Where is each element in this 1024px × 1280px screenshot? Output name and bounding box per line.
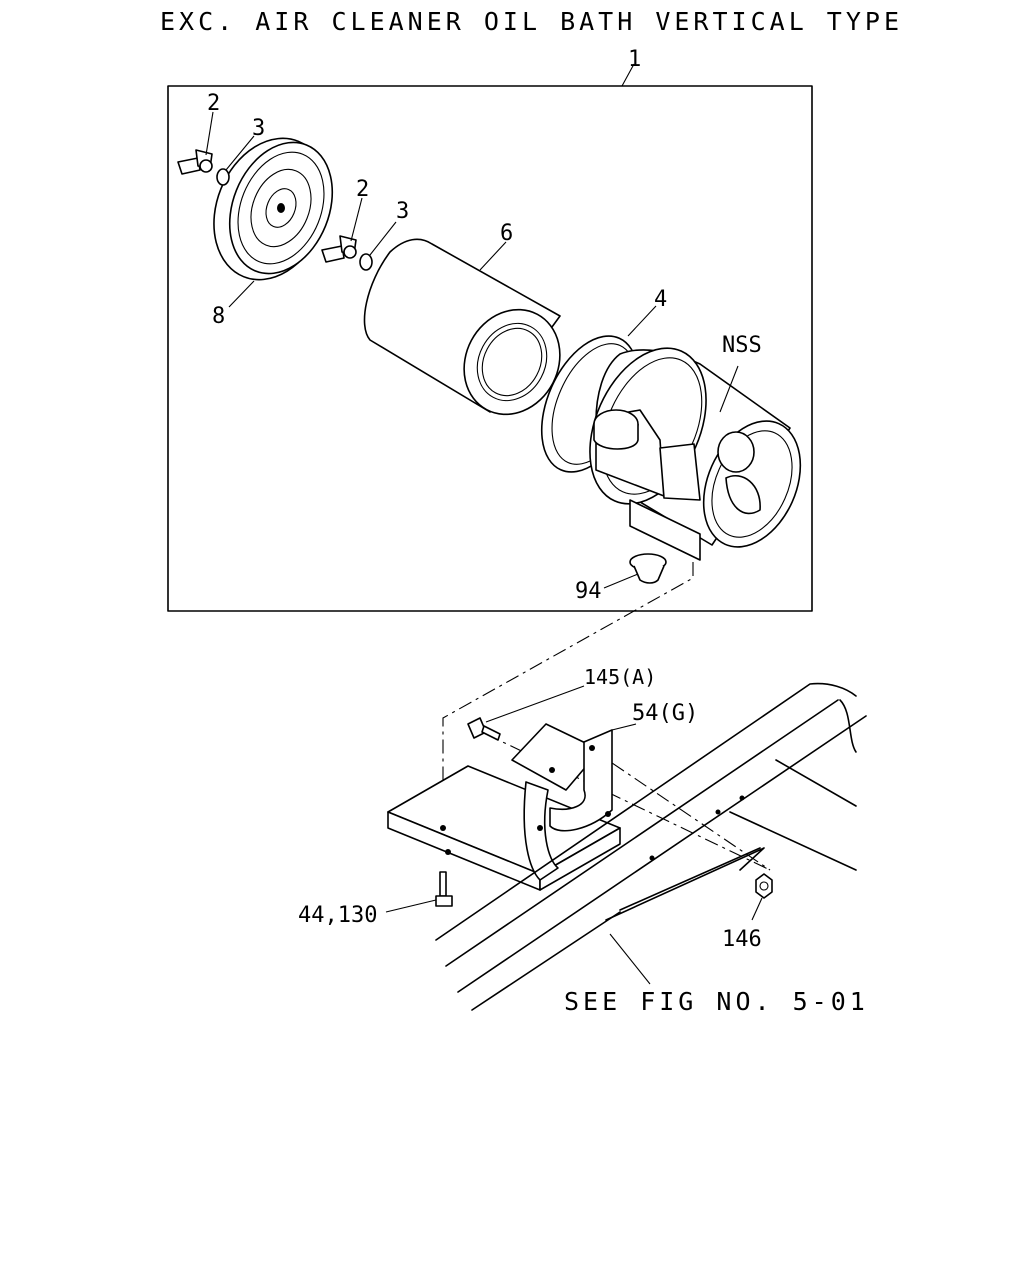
callout-1: 1 xyxy=(628,47,641,72)
alignment-line-main xyxy=(442,562,694,830)
callout-2-upper: 2 xyxy=(207,91,220,116)
leader-housing xyxy=(719,365,739,413)
nut xyxy=(755,873,773,899)
leader-grommet xyxy=(603,573,639,589)
leader-gasket xyxy=(627,305,657,337)
wing-nut-lower xyxy=(321,235,357,263)
leader-wing-nut-lower xyxy=(350,197,363,242)
alignment-line-nut xyxy=(589,747,771,871)
callout-3-upper: 3 xyxy=(252,116,265,141)
callout-54g: 54(G) xyxy=(632,701,698,726)
washer-lower xyxy=(359,253,373,271)
leader-wing-nut-upper xyxy=(205,111,214,156)
leader-assembly xyxy=(621,63,635,87)
wing-nut-upper xyxy=(177,149,213,175)
callout-8: 8 xyxy=(212,304,225,329)
air-cleaner-housing xyxy=(589,347,802,561)
callout-6: 6 xyxy=(500,221,513,246)
leader-bolt-lower xyxy=(385,899,437,913)
callout-nss: NSS xyxy=(722,333,762,358)
callout-94: 94 xyxy=(575,579,602,604)
leader-bolt-upper xyxy=(485,685,585,723)
leader-washer-upper xyxy=(225,135,255,171)
washer-upper xyxy=(216,168,230,186)
leader-nut xyxy=(751,897,763,921)
leader-washer-lower xyxy=(369,221,397,256)
callout-145a: 145(A) xyxy=(584,665,656,689)
mounting-bracket xyxy=(387,723,621,891)
callout-2-lower: 2 xyxy=(356,177,369,202)
diagram-title: EXC. AIR CLEANER OIL BATH VERTICAL TYPE xyxy=(160,7,903,36)
air-cleaner-cover xyxy=(213,137,334,281)
alignment-line-bolt xyxy=(485,733,771,871)
bolt-lower xyxy=(435,871,453,907)
callout-146: 146 xyxy=(722,927,762,952)
leader-bracket xyxy=(611,723,637,731)
leader-reference xyxy=(609,933,651,985)
assembly-frame xyxy=(167,85,813,612)
filter-element xyxy=(363,238,561,416)
callout-44-130: 44,130 xyxy=(298,903,377,928)
reference-note: SEE FIG NO. 5-01 xyxy=(564,987,869,1016)
leader-cover xyxy=(228,280,255,308)
leader-element xyxy=(479,241,507,271)
callout-4: 4 xyxy=(654,287,667,312)
grommet xyxy=(629,553,667,584)
callout-3-lower: 3 xyxy=(396,199,409,224)
bolt-upper xyxy=(467,717,501,741)
vehicle-frame xyxy=(435,682,867,1011)
